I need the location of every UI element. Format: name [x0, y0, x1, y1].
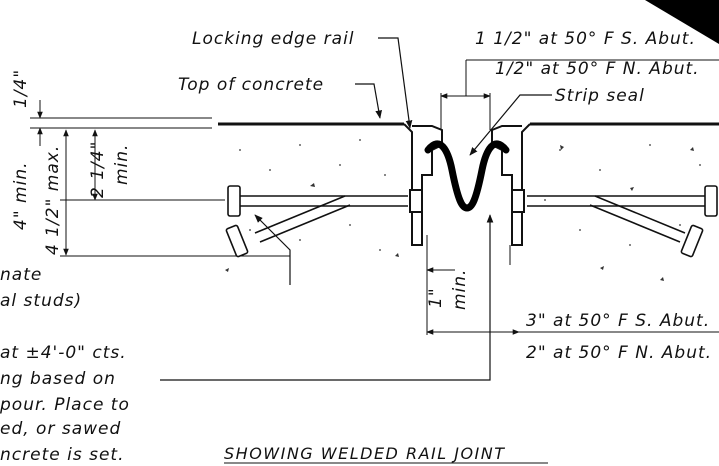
- left-edge-rail: [403, 123, 443, 246]
- four-inch-min-dim: 4" min.: [11, 161, 31, 230]
- joint-centerlines: [426, 59, 719, 335]
- opening-s-abut-bottom-label: 3" at 50° F S. Abut.: [526, 311, 710, 331]
- note-line3: ed, or sawed: [0, 419, 121, 439]
- one-inch-min-dim: min.: [450, 269, 470, 310]
- right-anchor-studs: [527, 185, 718, 258]
- note-line2: pour. Place to: [0, 395, 130, 415]
- opening-n-abut-top-label: 1/2" at 50° F N. Abut.: [495, 59, 700, 79]
- right-edge-rail: [491, 123, 531, 246]
- note-spacing: at ±4'-0" cts.: [0, 343, 127, 363]
- note-alternate-a: nate: [0, 265, 42, 285]
- locking-edge-rail-label: Locking edge rail: [192, 29, 355, 49]
- strip-seal-label: Strip seal: [555, 86, 645, 106]
- note-line4: ncrete is set.: [0, 445, 124, 465]
- one-inch-dim: 1": [426, 287, 446, 308]
- corner-band: [645, 0, 719, 44]
- four-half-max-dim: 4 1/2" max.: [43, 145, 63, 255]
- note-line1: ng based on: [0, 369, 116, 389]
- opening-n-abut-bottom-label: 2" at 50° F N. Abut.: [526, 343, 712, 363]
- note-alternate-b: al studs): [0, 291, 82, 311]
- top-of-concrete-label: Top of concrete: [178, 75, 324, 95]
- two-quarter-dim: 2 1/4": [88, 141, 108, 198]
- left-dimensions: [30, 100, 290, 257]
- strip-seal: [424, 140, 510, 212]
- two-quarter-min-dim: min.: [112, 144, 132, 185]
- caption: SHOWING WELDED RAIL JOINT: [224, 444, 506, 463]
- concrete-stipple: [225, 139, 701, 281]
- leader-lines: [160, 37, 552, 381]
- left-anchor-studs: [225, 185, 408, 258]
- opening-s-abut-top-label: 1 1/2" at 50° F S. Abut.: [475, 29, 696, 49]
- quarter-inch-dim: 1/4": [11, 69, 31, 108]
